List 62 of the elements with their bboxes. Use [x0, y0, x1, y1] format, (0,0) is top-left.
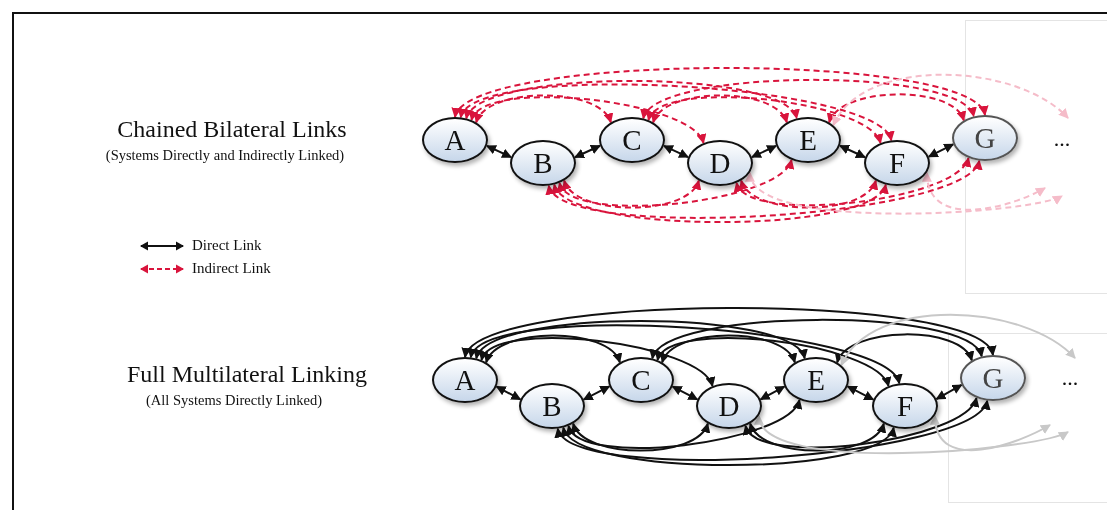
link-arrow	[923, 171, 1046, 211]
link-arrow	[562, 426, 895, 467]
ellipsis: ...	[1053, 127, 1071, 152]
system-ellipse: D	[687, 140, 753, 186]
link-arrow	[454, 67, 986, 118]
link-arrow	[553, 183, 887, 224]
link-arrow	[563, 179, 700, 209]
system-ellipse: G	[952, 115, 1018, 161]
link-arrow	[828, 93, 965, 124]
link-arrow	[469, 324, 901, 385]
link-arrow	[573, 144, 602, 159]
link-arrow	[556, 399, 989, 461]
link-arrow	[651, 318, 983, 360]
link-arrow	[662, 144, 690, 159]
link-arrow	[642, 78, 975, 120]
link-arrow	[459, 83, 893, 142]
link-arrow	[671, 385, 699, 401]
section-title: Full Multilateral Linking	[127, 361, 367, 388]
system-ellipse: G	[960, 355, 1026, 401]
section-title: Chained Bilateral Links	[117, 116, 347, 143]
link-arrow	[935, 383, 963, 401]
link-arrow	[652, 94, 788, 124]
link-arrow	[836, 333, 973, 364]
link-arrow	[749, 422, 885, 452]
link-arrow	[838, 144, 867, 159]
link-arrow	[572, 422, 709, 452]
subtitle: (All Systems Directly Linked)	[146, 393, 322, 409]
system-ellipse: F	[872, 383, 938, 429]
link-arrow	[582, 385, 611, 401]
link-arrow	[464, 307, 994, 358]
link-arrow	[759, 385, 786, 401]
legend-label: Direct Link	[192, 237, 262, 254]
ellipsis: ...	[1061, 366, 1079, 391]
link-arrow	[547, 159, 981, 219]
legend-label: Indirect Link	[192, 260, 271, 277]
link-arrow	[846, 385, 875, 401]
link-arrow	[661, 334, 796, 364]
link-arrow	[740, 179, 877, 209]
link-arrow	[757, 414, 1069, 455]
link-arrow	[927, 143, 955, 158]
system-ellipse: F	[864, 140, 930, 186]
link-arrow	[475, 94, 612, 124]
system-ellipse: B	[519, 383, 585, 429]
system-ellipse: A	[422, 117, 488, 163]
subtitle: (Systems Directly and Indirectly Linked)	[105, 148, 345, 164]
system-ellipse: A	[432, 357, 498, 403]
link-arrow	[931, 414, 1051, 452]
link-arrow	[465, 79, 798, 120]
system-ellipse: C	[599, 117, 665, 163]
system-ellipse: E	[775, 117, 841, 163]
link-arrow	[840, 313, 1076, 367]
system-ellipse: E	[783, 357, 849, 403]
system-ellipse: B	[510, 140, 576, 186]
link-arrow	[485, 144, 513, 159]
link-arrow	[475, 319, 806, 360]
link-arrow	[748, 171, 1063, 215]
link-arrow	[495, 385, 522, 401]
system-ellipse: C	[608, 357, 674, 403]
link-arrow	[832, 73, 1069, 127]
system-ellipse: D	[696, 383, 762, 429]
link-arrow	[750, 144, 778, 159]
link-arrow	[485, 334, 621, 364]
